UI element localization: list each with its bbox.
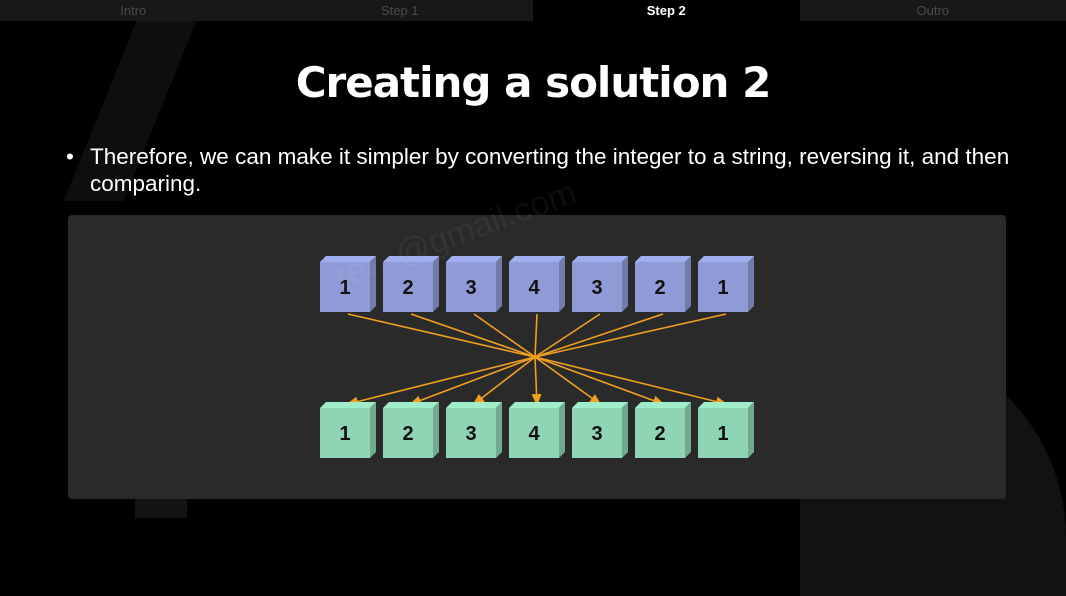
bullet-marker: • xyxy=(66,144,74,169)
top-cube-2-label: 2 xyxy=(402,277,413,299)
bottom-cube-3-label: 3 xyxy=(465,423,476,445)
bottom-cube-1-label: 1 xyxy=(339,423,350,445)
tab-intro[interactable]: Intro xyxy=(0,0,267,21)
bottom-cube-1: 1 xyxy=(320,402,376,458)
source-line-2 xyxy=(410,313,536,358)
bottom-cube-5: 3 xyxy=(572,402,628,458)
bottom-cube-2: 2 xyxy=(383,402,439,458)
top-cube-4: 4 xyxy=(509,256,565,312)
bottom-cube-5-label: 3 xyxy=(591,423,602,445)
reverse-arrow-6 xyxy=(534,356,665,406)
top-cube-7-label: 1 xyxy=(717,277,728,299)
top-cube-3-label: 3 xyxy=(465,277,476,299)
top-cube-7: 1 xyxy=(698,256,754,312)
source-line-7 xyxy=(534,313,727,358)
bottom-cube-4-label: 4 xyxy=(528,423,540,445)
slide-title: Creating a solution 2 xyxy=(295,58,772,107)
top-cube-1-label: 1 xyxy=(339,277,350,299)
top-cube-5: 3 xyxy=(572,256,628,312)
bottom-cube-6: 2 xyxy=(635,402,691,458)
bottom-cube-4: 4 xyxy=(509,402,565,458)
reverse-arrow-4 xyxy=(531,356,542,406)
top-cube-1: 1 xyxy=(320,256,376,312)
bottom-cube-7: 1 xyxy=(698,402,754,458)
source-line-1 xyxy=(347,313,536,358)
reverse-arrow-7 xyxy=(534,356,728,407)
reverse-arrow-3 xyxy=(472,356,536,406)
top-cube-5-label: 3 xyxy=(591,277,602,299)
source-line-6 xyxy=(534,313,664,358)
top-cube-4-label: 4 xyxy=(528,277,540,299)
tab-step-2[interactable]: Step 2 xyxy=(533,0,800,21)
tab-step-1[interactable]: Step 1 xyxy=(266,0,533,21)
bottom-cube-7-label: 1 xyxy=(717,423,728,445)
bottom-cube-3: 3 xyxy=(446,402,502,458)
bullet-text: Therefore, we can make it simpler by con… xyxy=(90,144,1010,196)
tab-outro[interactable]: Outro xyxy=(799,0,1066,21)
step-tabs: Intro Step 1 Step 2 Outro xyxy=(0,0,1066,21)
reverse-arrow-2 xyxy=(409,356,536,406)
top-cube-6-label: 2 xyxy=(654,277,665,299)
bottom-cube-2-label: 2 xyxy=(402,423,413,445)
reverse-arrow-1 xyxy=(346,356,536,407)
top-cube-2: 2 xyxy=(383,256,439,312)
bottom-cube-6-label: 2 xyxy=(654,423,665,445)
top-cube-3: 3 xyxy=(446,256,502,312)
source-line-3 xyxy=(473,313,536,358)
source-line-5 xyxy=(534,313,601,358)
source-line-4 xyxy=(534,313,538,358)
reverse-arrow-5 xyxy=(534,356,602,406)
top-cube-6: 2 xyxy=(635,256,691,312)
